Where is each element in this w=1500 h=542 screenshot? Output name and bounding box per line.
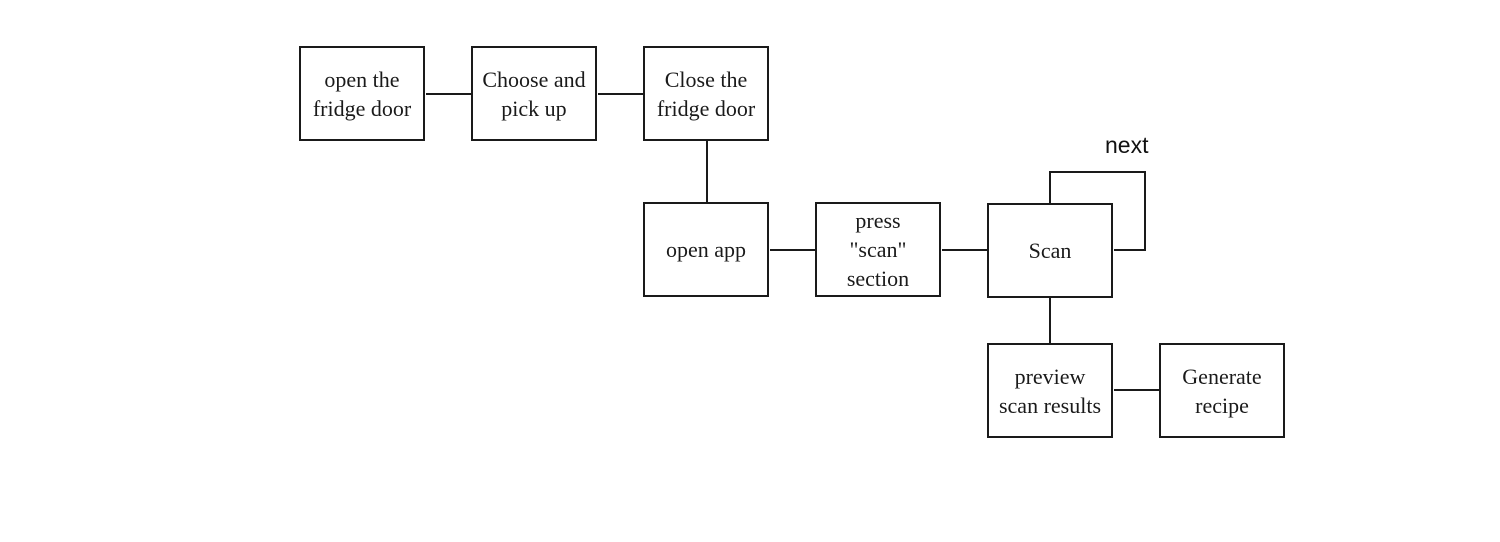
node-label: Choose and pick up — [482, 66, 586, 121]
loop-label-next: next — [1105, 132, 1149, 158]
node-label: preview scan results — [998, 363, 1102, 418]
node-close-fridge-door: Close the fridge door — [643, 46, 769, 141]
node-label: Close the fridge door — [656, 66, 756, 121]
node-label: press "scan" section — [846, 208, 910, 291]
node-preview-scan-results: preview scan results — [987, 343, 1113, 438]
node-scan: Scan — [987, 203, 1113, 298]
node-label: open app — [665, 237, 747, 262]
node-label: Generate recipe — [1182, 363, 1262, 418]
node-open-app: open app — [643, 202, 769, 297]
node-choose-and-pick-up: Choose and pick up — [471, 46, 597, 141]
node-generate-recipe: Generate recipe — [1159, 343, 1285, 438]
node-label: Scan — [1028, 238, 1072, 263]
node-label: open the fridge door — [312, 66, 412, 121]
node-open-fridge-door: open the fridge door — [299, 46, 425, 141]
node-press-scan-section: press "scan" section — [815, 202, 941, 297]
connector-scan-loop — [1049, 171, 1146, 251]
